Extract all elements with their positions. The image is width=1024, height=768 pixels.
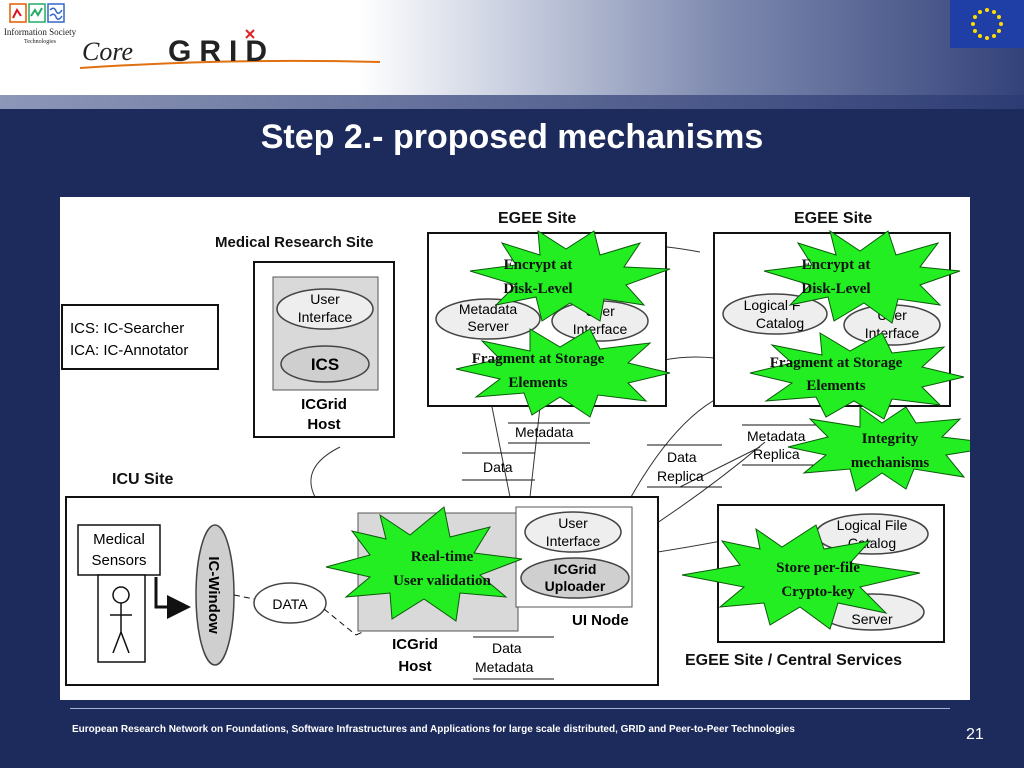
burst-integrity-line-1: Integrity — [862, 431, 919, 447]
icgrid-uploader-label-1: ICGrid — [554, 561, 597, 577]
footer-divider — [70, 708, 950, 709]
medical-sensors-label-1: Medical — [93, 531, 145, 548]
label-data: Data — [483, 459, 513, 475]
eu-stars — [971, 8, 1003, 40]
medical-sensors-box — [77, 524, 161, 576]
architecture-diagram: Medical Research Site User Interface ICS… — [61, 210, 1009, 686]
page-title: Step 2.- proposed mechanisms — [260, 118, 764, 156]
ist-logo-text: Information Society — [3, 27, 77, 37]
arrow-data-egee1 — [487, 396, 511, 498]
eu-flag — [950, 0, 1024, 48]
burst-fragment-1-line-1: Fragment at Storage — [472, 351, 605, 367]
burst-encrypt-1-line-1: Encrypt at — [504, 257, 573, 273]
burst-realtime-line-1: Real-time — [411, 549, 474, 565]
ist-logo — [9, 3, 65, 23]
data-oval-label: DATA — [272, 596, 308, 612]
egee1-metadata-server-oval — [435, 298, 541, 340]
burst-fragment-2-line-2: Elements — [806, 378, 865, 394]
central-metadata-server-label: Server — [851, 611, 893, 627]
coregrid-star — [245, 29, 255, 39]
burst-fragment-1-line-2: Elements — [508, 375, 567, 391]
central-services-label: EGEE Site / Central Services — [685, 652, 902, 669]
burst-labels: Encrypt at Disk-Level Encrypt at Disk-Le… — [393, 257, 929, 600]
ist-mark-2 — [30, 7, 43, 17]
medical-sensors-label-2: Sensors — [91, 552, 146, 569]
coregrid-swoosh — [80, 59, 380, 69]
burst-fragment-2 — [749, 332, 965, 420]
mrs-icgrid-host-label-1: ICGrid — [301, 396, 347, 413]
burst-store-line-1: Store per-file — [776, 560, 860, 576]
burst-encrypt-1 — [469, 230, 671, 322]
data-oval — [253, 582, 327, 624]
ist-mark-1 — [12, 8, 22, 19]
icgrid-uploader-label-2: Uploader — [545, 578, 606, 594]
header-band — [0, 95, 1024, 109]
egee2-logical-catalog-oval — [722, 293, 828, 335]
ic-window-label: IC-Window — [205, 556, 222, 634]
burst-encrypt-2 — [763, 229, 961, 324]
legend-ics: ICS: IC-Searcher — [70, 320, 184, 337]
icu-site-label: ICU Site — [112, 471, 173, 488]
page-number: 21 — [966, 726, 984, 743]
mrs-ics-oval — [280, 345, 370, 383]
label-metadata-replica-2: Replica — [753, 446, 800, 462]
egee1-metadata-server-label-2: Server — [467, 318, 509, 334]
burst-realtime — [325, 506, 523, 622]
label-metadata-replica-1: Metadata — [747, 428, 806, 444]
burst-integrity — [787, 406, 1009, 492]
egee2-logical-catalog-label-1: Logical F — [744, 297, 801, 313]
line-data-replica — [679, 446, 761, 488]
legend-ica: ICA: IC-Annotator — [70, 342, 188, 359]
diagram-panel: Medical Research Site User Interface ICS… — [60, 197, 1009, 700]
ist-mark-3 — [49, 7, 63, 20]
burst-fragment-1 — [455, 328, 671, 418]
burst-realtime-line-2: User validation — [393, 573, 491, 589]
icu-icgrid-host-label-2: Host — [398, 658, 431, 675]
egee1-metadata-server-label-1: Metadata — [459, 301, 518, 317]
burst-encrypt-1-line-2: Disk-Level — [503, 281, 572, 297]
label-data-metadata-2: Metadata — [475, 659, 534, 675]
icu-user-interface-label-1: User — [558, 515, 588, 531]
egee-site-2-label: EGEE Site — [794, 210, 872, 227]
mrs-user-interface-oval — [276, 288, 374, 330]
burst-encrypt-2-line-2: Disk-Level — [801, 281, 870, 297]
ist-logo-label: Information Society Technologies — [0, 27, 80, 47]
mrs-user-interface-label-1: User — [310, 291, 340, 307]
connector-mrs-icu — [310, 446, 341, 498]
burst-encrypt-2-line-1: Encrypt at — [802, 257, 871, 273]
coregrid-logo: Core GRID — [80, 29, 380, 69]
ui-node-label: UI Node — [572, 612, 629, 629]
icu-user-interface-oval — [524, 511, 622, 553]
mrs-ics-label: ICS — [311, 355, 339, 374]
eu-star-ring — [971, 8, 1003, 40]
icgrid-uploader-oval — [520, 557, 630, 599]
highlight-bursts — [325, 229, 1009, 630]
coregrid-grid: GRID — [168, 35, 275, 68]
egee-site-1-label: EGEE Site — [498, 210, 576, 227]
label-data-metadata-1: Data — [492, 640, 522, 656]
burst-store — [681, 524, 921, 630]
sensor-arrow — [154, 577, 191, 619]
header-bar — [0, 0, 1024, 100]
legend-box — [61, 304, 219, 370]
burst-fragment-2-line-1: Fragment at Storage — [770, 355, 903, 371]
label-data-replica-2: Replica — [657, 468, 704, 484]
footer-text: European Research Network on Foundations… — [72, 724, 795, 735]
mrs-icgrid-host-label-2: Host — [307, 416, 340, 433]
icu-icgrid-host-label-1: ICGrid — [392, 636, 438, 653]
burst-store-line-2: Crypto-key — [781, 584, 855, 600]
line-metadata-egee1 — [529, 406, 541, 498]
burst-integrity-line-2: mechanisms — [851, 455, 929, 471]
label-data-replica-1: Data — [667, 449, 697, 465]
egee2-logical-catalog-label-2: Catalog — [756, 315, 804, 331]
central-logical-file-label-1: Logical File — [837, 517, 908, 533]
ist-square-3 — [47, 3, 65, 23]
mrs-user-interface-label-2: Interface — [298, 309, 353, 325]
patient-figure-icon — [110, 586, 132, 654]
medical-research-site-label: Medical Research Site — [215, 234, 373, 251]
ist-logo-subtext: Technologies — [24, 39, 56, 45]
icu-user-interface-label-2: Interface — [546, 533, 601, 549]
label-metadata: Metadata — [515, 424, 574, 440]
coregrid-core: Core — [82, 37, 133, 66]
